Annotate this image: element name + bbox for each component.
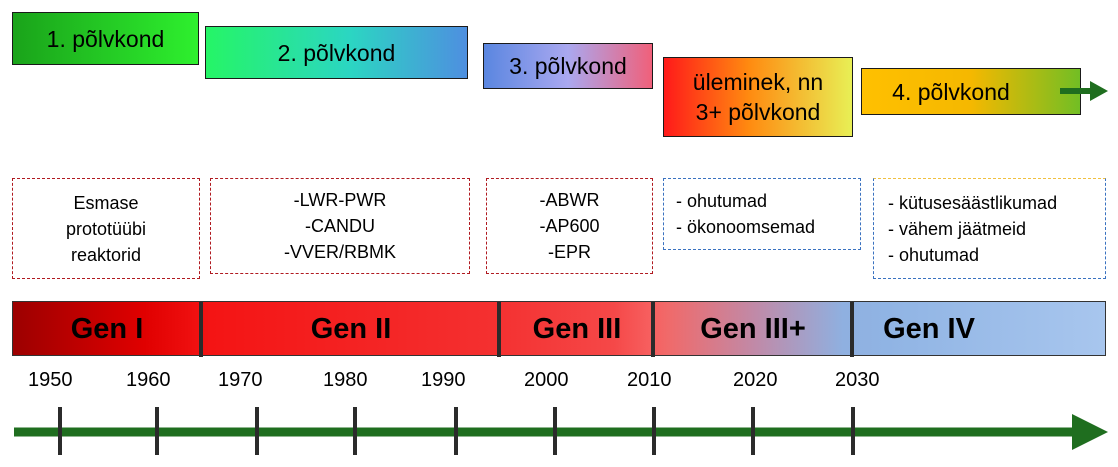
band-divider bbox=[651, 302, 655, 357]
generation-label: 2. põlvkond bbox=[277, 39, 396, 66]
description-line: -VVER/RBMK bbox=[283, 242, 397, 262]
description-box-gen2: -LWR-PWR -CANDU -VVER/RBMK bbox=[210, 178, 470, 274]
year-label: 2030 bbox=[835, 369, 880, 391]
generation-label: 3. põlvkond bbox=[509, 53, 627, 79]
year-label: 1960 bbox=[126, 369, 171, 391]
band-label-gen2: Gen II bbox=[310, 313, 392, 345]
band-divider bbox=[199, 302, 203, 357]
generation-box-2: 2. põlvkond bbox=[205, 26, 468, 79]
description-line: reaktorid bbox=[70, 244, 142, 265]
generation-box-3plus: üleminek, nn 3+ põlvkond bbox=[663, 57, 853, 137]
description-line: - ohutumad bbox=[676, 191, 768, 211]
description-box-gen1: Esmase prototüübi reaktorid bbox=[12, 178, 200, 279]
generation-4-arrow-icon bbox=[1060, 81, 1108, 101]
year-label: 1990 bbox=[421, 369, 466, 391]
generation-box-1: 1. põlvkond bbox=[12, 12, 199, 65]
generation-label-line: 3+ põlvkond bbox=[695, 99, 821, 125]
generation-box-3: 3. põlvkond bbox=[483, 43, 653, 89]
description-line: -ABWR bbox=[539, 190, 600, 210]
description-line: -EPR bbox=[547, 242, 591, 262]
band-label-gen4: Gen IV bbox=[883, 313, 975, 345]
description-line: -AP600 bbox=[539, 216, 600, 236]
generation-label: 1. põlvkond bbox=[46, 25, 165, 52]
band-divider bbox=[497, 302, 501, 357]
year-label: 1970 bbox=[218, 369, 263, 391]
description-line: - vähem jäätmeid bbox=[888, 218, 1027, 239]
generation-label: 4. põlvkond bbox=[892, 78, 1010, 105]
year-label: 2020 bbox=[733, 369, 778, 391]
year-label: 1980 bbox=[323, 369, 368, 391]
timeline-arrow bbox=[14, 407, 1108, 455]
band-label-gen3plus: Gen III+ bbox=[700, 313, 806, 345]
description-line: prototüübi bbox=[65, 218, 147, 239]
description-line: -CANDU bbox=[305, 216, 375, 236]
band-label-gen1: Gen I bbox=[70, 313, 144, 345]
band-divider bbox=[850, 302, 854, 357]
generation-label-line: üleminek, nn bbox=[692, 69, 824, 95]
description-box-gen4: - kütusesäästlikumad - vähem jäätmeid - … bbox=[873, 178, 1106, 279]
description-line: - kütusesäästlikumad bbox=[888, 192, 1058, 213]
year-label: 2010 bbox=[627, 369, 672, 391]
description-box-gen3plus: - ohutumad - ökonoomsemad bbox=[663, 178, 861, 250]
description-box-gen3: -ABWR -AP600 -EPR bbox=[486, 178, 653, 274]
description-line: -LWR-PWR bbox=[293, 190, 387, 210]
band-label-gen3: Gen III bbox=[532, 313, 622, 345]
generation-timeline-band: Gen I Gen II Gen III Gen III+ Gen IV bbox=[12, 301, 1106, 357]
description-line: - ohutumad bbox=[888, 244, 980, 265]
description-line: Esmase bbox=[73, 192, 139, 213]
timeline-arrow-head-icon bbox=[1072, 414, 1108, 450]
generation-box-4: 4. põlvkond bbox=[861, 68, 1081, 115]
year-label: 2000 bbox=[524, 369, 569, 391]
description-line: - ökonoomsemad bbox=[676, 217, 816, 237]
year-label: 1950 bbox=[28, 369, 73, 391]
